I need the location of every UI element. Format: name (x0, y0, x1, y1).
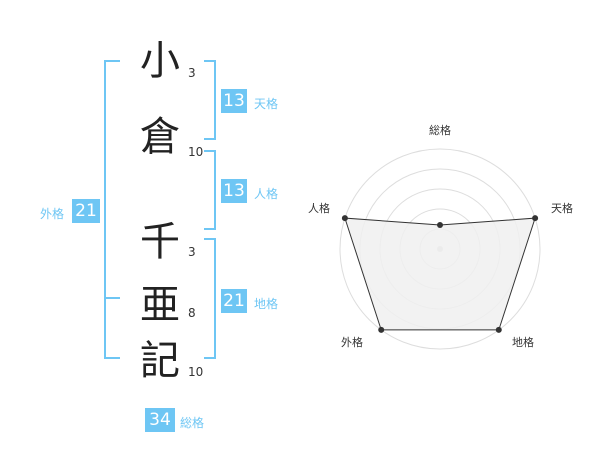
soukaku-label: 総格 (180, 416, 205, 430)
radar-shape (344, 217, 536, 331)
stroke-count-surname-1: 3 (188, 66, 196, 80)
radar-label-chikaku: 地格 (512, 335, 534, 349)
stroke-count-given-2: 8 (188, 306, 196, 320)
gaikaku-badge: 21 (72, 199, 100, 223)
tenkaku-badge: 13 (221, 89, 247, 113)
stroke-count-given-3: 10 (188, 365, 204, 379)
radar-chart: 総格 天格 地格 外格 人格 (308, 123, 573, 350)
given-char-1: 千 (140, 219, 180, 265)
radar-point-tenkaku (532, 215, 539, 222)
gaikaku-label: 外格 (40, 207, 65, 221)
radar-dots (341, 215, 539, 333)
radar-point-chikaku (495, 326, 502, 333)
jinkaku-badge: 13 (221, 179, 247, 203)
surname-char-2: 倉 (140, 114, 180, 160)
radar-point-jinkaku (341, 215, 348, 222)
surname-char-1: 小 (140, 38, 180, 84)
radar-grid-ring-5 (339, 148, 541, 350)
chikaku-label: 地格 (254, 297, 279, 311)
given-char-3: 記 (140, 338, 180, 384)
radar-label-tenkaku: 天格 (551, 201, 573, 215)
radar-label-gaikaku: 外格 (341, 335, 363, 349)
tenkaku-label: 天格 (254, 97, 279, 111)
radar-point-soukaku (437, 222, 443, 228)
stroke-count-surname-2: 10 (188, 145, 204, 159)
given-char-2: 亜 (140, 282, 180, 328)
radar-point-gaikaku (378, 326, 385, 333)
stroke-count-given-1: 3 (188, 245, 196, 259)
soukaku-badge: 34 (145, 408, 175, 432)
chikaku-badge: 21 (221, 289, 247, 313)
radar-label-soukaku: 総格 (429, 123, 451, 137)
jinkaku-label: 人格 (254, 187, 279, 201)
radar-label-jinkaku: 人格 (308, 201, 330, 215)
